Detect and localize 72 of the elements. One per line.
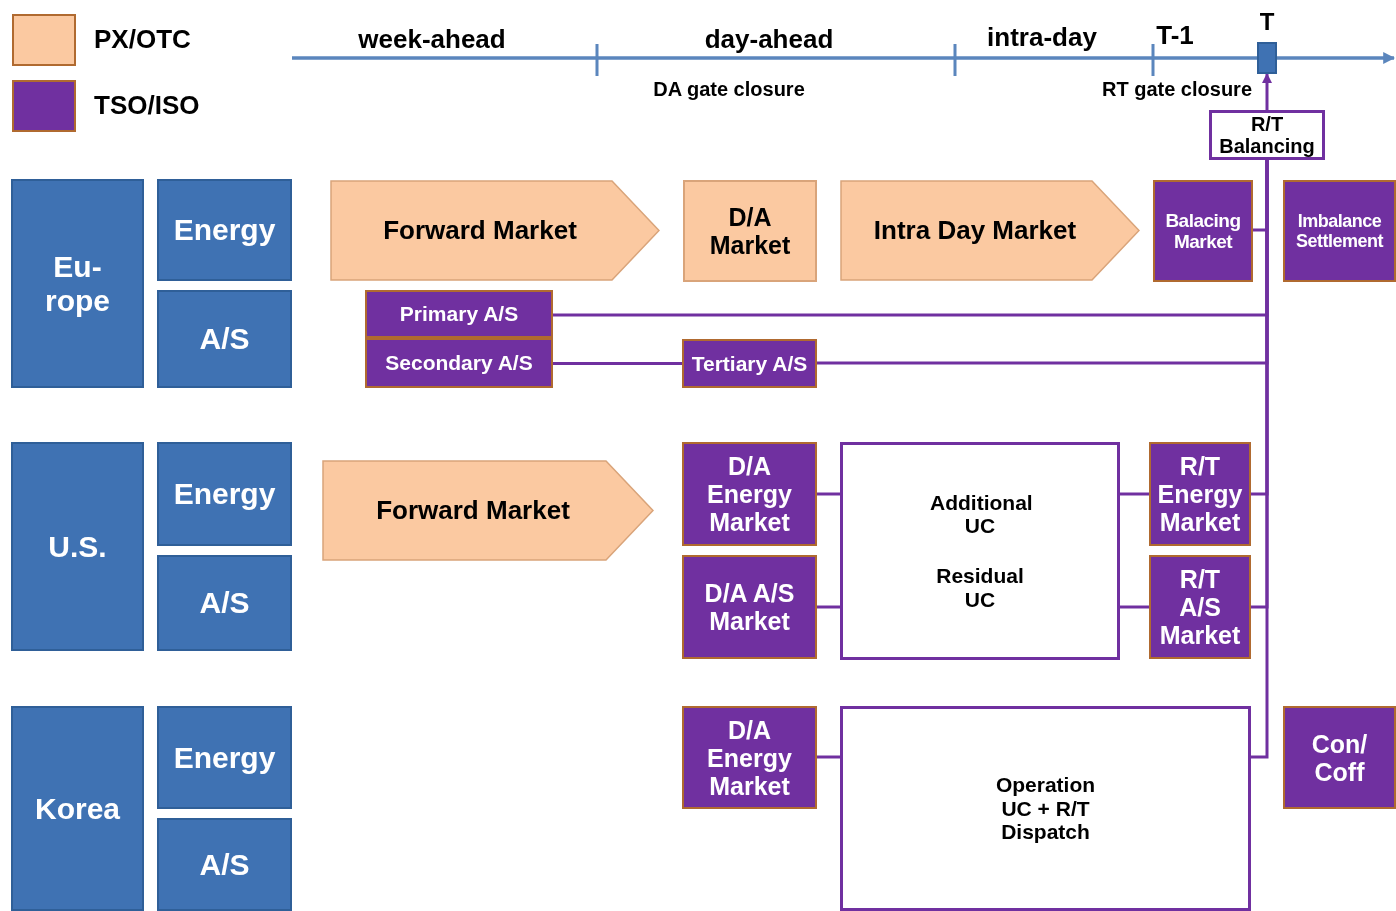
- market-box: [683, 180, 817, 282]
- box-label: D/A Market: [708, 203, 792, 259]
- connector-line: [553, 362, 682, 365]
- time-marker: [1257, 42, 1277, 74]
- connector-line: [817, 492, 840, 496]
- box-label: A/S: [199, 847, 250, 882]
- tso-box: [682, 555, 817, 659]
- box-label: Primary A/S: [399, 302, 519, 326]
- tso-box: [682, 706, 817, 809]
- region-box: [11, 442, 144, 651]
- tso-box: [1149, 442, 1251, 546]
- process-box: [840, 706, 1251, 911]
- box-label: Energy: [173, 213, 276, 247]
- box-label: Balacing Market: [1164, 209, 1242, 253]
- box-label: Secondary A/S: [385, 351, 533, 375]
- region-box: [157, 290, 292, 388]
- tso-box: [682, 339, 817, 388]
- region-box: [11, 706, 144, 911]
- connector-line: [1120, 605, 1149, 609]
- tso-box: [1283, 180, 1396, 282]
- box-label: D/A Energy Market: [706, 715, 793, 800]
- legend-label: PX/OTC: [94, 24, 191, 55]
- process-box: [1209, 110, 1325, 160]
- region-box: [157, 706, 292, 809]
- timeline-label: T: [1259, 8, 1275, 36]
- box-label: Imbalance Settlement: [1295, 210, 1385, 252]
- timeline-label: day-ahead: [704, 24, 834, 55]
- legend-label: TSO/ISO: [94, 90, 200, 121]
- timeline-label: intra-day: [987, 22, 1097, 53]
- gate-closure-label: RT gate closure: [1102, 78, 1252, 101]
- tso-box: [1149, 555, 1251, 659]
- tso-box: [365, 338, 553, 388]
- region-box: [157, 555, 292, 651]
- region-box: [11, 179, 144, 388]
- box-label: Operation UC + R/T Dispatch: [995, 773, 1096, 844]
- box-label: Energy: [173, 477, 276, 511]
- connector-line: [817, 755, 840, 759]
- box-label: Tertiary A/S: [691, 351, 808, 376]
- box-label: Intra Day Market: [873, 215, 1077, 246]
- box-label: A/S: [199, 586, 250, 620]
- box-label: Forward Market: [383, 215, 577, 246]
- box-label: A/S: [199, 322, 250, 356]
- tso-box: [1283, 706, 1396, 809]
- box-label: Additional UC: [930, 490, 1030, 538]
- gate-closure-label: DA gate closure: [653, 78, 805, 101]
- region-box: [157, 442, 292, 546]
- region-box: [157, 818, 292, 911]
- box-label: Forward Market: [376, 495, 570, 526]
- box-label: Con/ Coff: [1310, 729, 1369, 786]
- box-label: Energy: [173, 740, 276, 775]
- box-label: R/T Energy Market: [1157, 452, 1243, 536]
- connector-line: [817, 605, 840, 609]
- box-label: D/A Energy Market: [706, 452, 793, 536]
- timeline-label: T-1: [1156, 20, 1194, 51]
- box-label: Eu- rope: [44, 249, 111, 318]
- box-label: U.S.: [48, 529, 107, 564]
- box-label: Korea: [34, 791, 120, 826]
- tso-box: [365, 290, 553, 338]
- tso-box: [1153, 180, 1253, 282]
- box-label: Residual UC: [935, 564, 1025, 612]
- tso-box: [682, 442, 817, 546]
- box-label: R/T A/S Market: [1158, 565, 1242, 649]
- box-label: D/A A/S Market: [703, 579, 796, 635]
- chevron-arrow-box: [840, 180, 1140, 281]
- box-label: R/T Balancing: [1218, 112, 1316, 158]
- region-box: [157, 179, 292, 281]
- connector-line: [1120, 492, 1149, 496]
- process-box: [840, 442, 1120, 660]
- timeline-label: week-ahead: [358, 24, 506, 55]
- arrow: [1262, 73, 1272, 110]
- chevron-arrow-box: [330, 180, 660, 281]
- chevron-arrow-box: [322, 460, 654, 561]
